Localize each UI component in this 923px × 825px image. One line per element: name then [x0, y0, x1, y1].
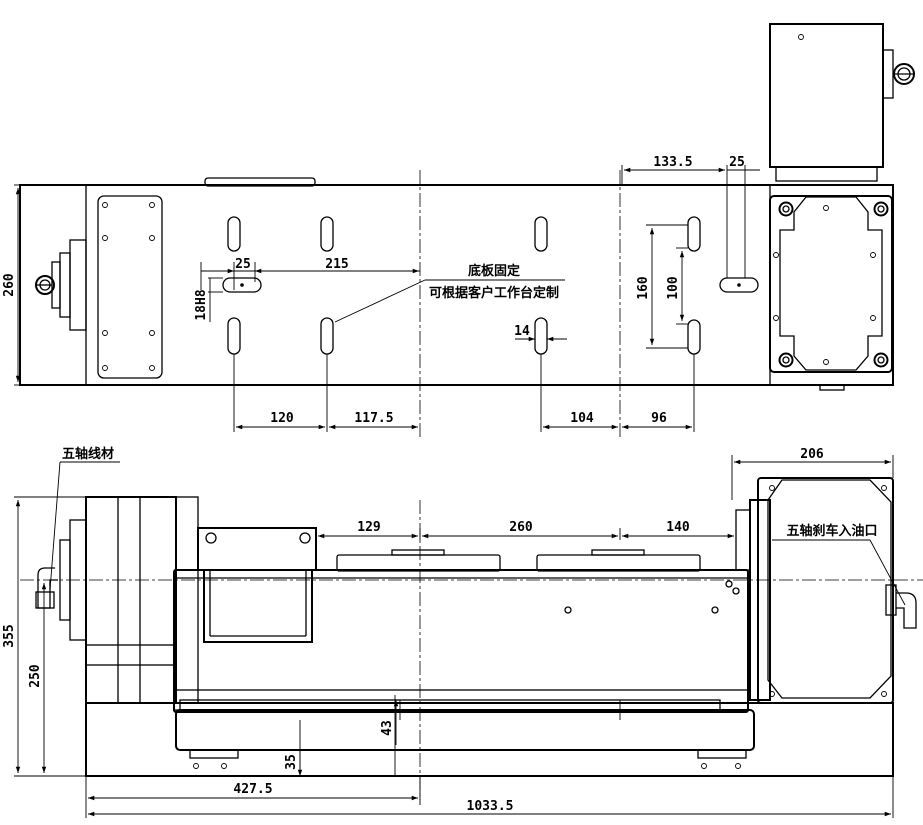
- left-cover-plate: [97, 195, 163, 379]
- callout-customizable: 可根据客户工作台定制: [429, 285, 559, 301]
- dim-140: 140: [666, 520, 690, 535]
- dim-slot-span-215: 215: [325, 257, 348, 272]
- dim-slot-gap-25: 25: [235, 257, 251, 272]
- right-head-front: [735, 477, 917, 704]
- motor-top: [769, 23, 915, 182]
- dim-260-front: 260: [509, 520, 533, 535]
- dim-129: 129: [357, 520, 380, 535]
- dim-slot-fit-18H8: 18H8: [194, 289, 209, 320]
- dim-355: 355: [2, 624, 17, 647]
- top-view: 260 25 215 18H8 底板固定 可根据客户工作台定制 14: [2, 23, 915, 440]
- callout-base-fixing: 底板固定: [468, 263, 520, 279]
- mounting-slots: [222, 216, 759, 355]
- dim-43: 43: [380, 720, 395, 736]
- dim-height-260: 260: [2, 273, 17, 297]
- dim-206: 206: [800, 447, 824, 462]
- label-cable: 五轴线材: [62, 446, 114, 462]
- dim-117-5: 117.5: [354, 411, 393, 426]
- dim-133-5: 133.5: [653, 155, 692, 170]
- cradle-body: [173, 569, 755, 775]
- dim-160: 160: [636, 276, 651, 300]
- base-plate-outline: [19, 184, 894, 386]
- label-brake-oil-inlet: 五轴刹车入油口: [786, 523, 877, 539]
- motor-box-front: [197, 527, 317, 643]
- dim-25-right: 25: [729, 155, 745, 170]
- dim-slot-width-14: 14: [514, 324, 530, 339]
- dim-104: 104: [570, 411, 594, 426]
- dim-120: 120: [270, 411, 294, 426]
- rotary-tables: [336, 549, 701, 572]
- dim-35: 35: [284, 754, 299, 770]
- dim-427-5: 427.5: [233, 782, 272, 797]
- dim-100: 100: [666, 276, 681, 300]
- left-flange-top: [35, 239, 87, 331]
- dim-96: 96: [651, 411, 667, 426]
- dim-1033-5: 1033.5: [467, 799, 514, 814]
- base-block: [85, 702, 894, 777]
- dim-250: 250: [28, 664, 43, 688]
- front-view: 五轴线材 五轴刹车入油口 206 129 260 140 355 250 43 …: [2, 446, 923, 818]
- right-cover-plate: [769, 195, 893, 391]
